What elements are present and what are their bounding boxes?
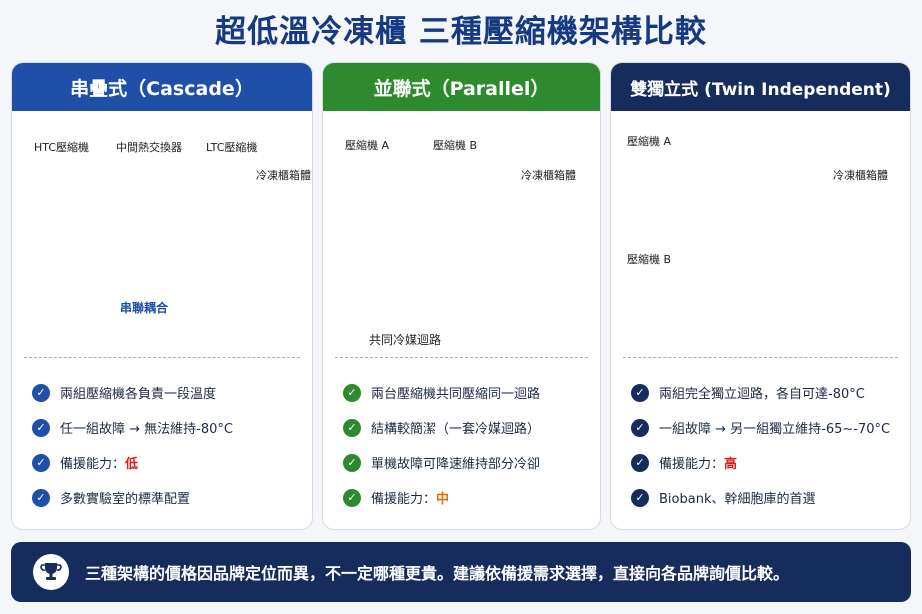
compressor-a-label: 壓縮機 A [627, 135, 672, 148]
compressor-b-label: 壓縮機 B [433, 139, 478, 152]
divider [623, 357, 898, 358]
compressor-b-label: 壓縮機 B [627, 253, 672, 266]
check-icon: ✓ [343, 488, 361, 507]
check-icon: ✓ [631, 383, 649, 402]
list-item: ✓任一組故障 → 無法維持-80°C [32, 410, 306, 445]
shared-loop-label: 共同冷媒迴路 [369, 333, 442, 347]
check-icon: ✓ [631, 418, 649, 437]
coupling-label: 串聯耦合 [120, 301, 169, 315]
trophy-icon [33, 554, 69, 590]
backup-level: 高 [724, 457, 738, 472]
divider [335, 357, 588, 358]
check-icon: ✓ [32, 453, 50, 472]
backup-level: 中 [436, 492, 450, 507]
list-item: ✓備援能力：中 [343, 480, 594, 515]
cabinet-label: 冷凍櫃箱體 [521, 169, 576, 182]
htc-compressor-label: HTC壓縮機 [34, 141, 90, 154]
list-item: ✓兩組壓縮機各負責一段溫度 [32, 375, 306, 410]
panel-header: 串疊式（Cascade） [12, 63, 312, 111]
feature-list: ✓兩組壓縮機各負責一段溫度 ✓任一組故障 → 無法維持-80°C ✓備援能力：低… [32, 375, 306, 515]
list-item: ✓一組故障 → 另一組獨立維持-65~-70°C [631, 410, 904, 445]
list-item: ✓單機故障可降速維持部分冷卻 [343, 445, 594, 480]
page-title: 超低溫冷凍櫃 三種壓縮機架構比較 [215, 14, 707, 50]
feature-list: ✓兩組完全獨立迴路，各自可達-80°C ✓一組故障 → 另一組獨立維持-65~-… [631, 375, 904, 515]
panel-cascade: 串疊式（Cascade） HTC壓縮機 中間熱交換器 LTC壓縮機 冷凍櫃箱體 … [11, 62, 313, 530]
list-item: ✓兩台壓縮機共同壓縮同一迴路 [343, 375, 594, 410]
check-icon: ✓ [32, 383, 50, 402]
panel-header: 並聯式（Parallel） [323, 63, 600, 111]
panel-header: 雙獨立式 (Twin Independent) [611, 63, 910, 111]
divider [24, 357, 300, 358]
footer-text: 三種架構的價格因品牌定位而異，不一定哪種更貴。建議依備援需求選擇，直接向各品牌詢… [85, 564, 790, 583]
check-icon: ✓ [343, 383, 361, 402]
list-item: ✓Biobank、幹細胞庫的首選 [631, 480, 904, 515]
check-icon: ✓ [343, 453, 361, 472]
footer-banner: 三種架構的價格因品牌定位而異，不一定哪種更貴。建議依備援需求選擇，直接向各品牌詢… [11, 542, 911, 602]
feature-list: ✓兩台壓縮機共同壓縮同一迴路 ✓結構較簡潔（一套冷媒迴路） ✓單機故障可降速維持… [343, 375, 594, 515]
cabinet-label: 冷凍櫃箱體 [833, 169, 888, 182]
list-item: ✓結構較簡潔（一套冷媒迴路） [343, 410, 594, 445]
compressor-a-label: 壓縮機 A [345, 139, 390, 152]
list-item: ✓備援能力：高 [631, 445, 904, 480]
check-icon: ✓ [631, 488, 649, 507]
check-icon: ✓ [343, 418, 361, 437]
heat-exchanger-label: 中間熱交換器 [116, 141, 182, 154]
list-item: ✓兩組完全獨立迴路，各自可達-80°C [631, 375, 904, 410]
backup-level: 低 [125, 457, 139, 472]
cabinet-label: 冷凍櫃箱體 [256, 169, 311, 182]
panel-twin: 雙獨立式 (Twin Independent) 壓縮機 A 壓縮機 B 冷凍櫃箱… [610, 62, 911, 530]
check-icon: ✓ [32, 488, 50, 507]
list-item: ✓多數實驗室的標準配置 [32, 480, 306, 515]
panel-parallel: 並聯式（Parallel） 壓縮機 A 壓縮機 B 冷凍櫃箱體 共同冷媒迴路 ✓… [322, 62, 601, 530]
list-item: ✓備援能力：低 [32, 445, 306, 480]
ltc-compressor-label: LTC壓縮機 [206, 141, 258, 154]
check-icon: ✓ [631, 453, 649, 472]
check-icon: ✓ [32, 418, 50, 437]
